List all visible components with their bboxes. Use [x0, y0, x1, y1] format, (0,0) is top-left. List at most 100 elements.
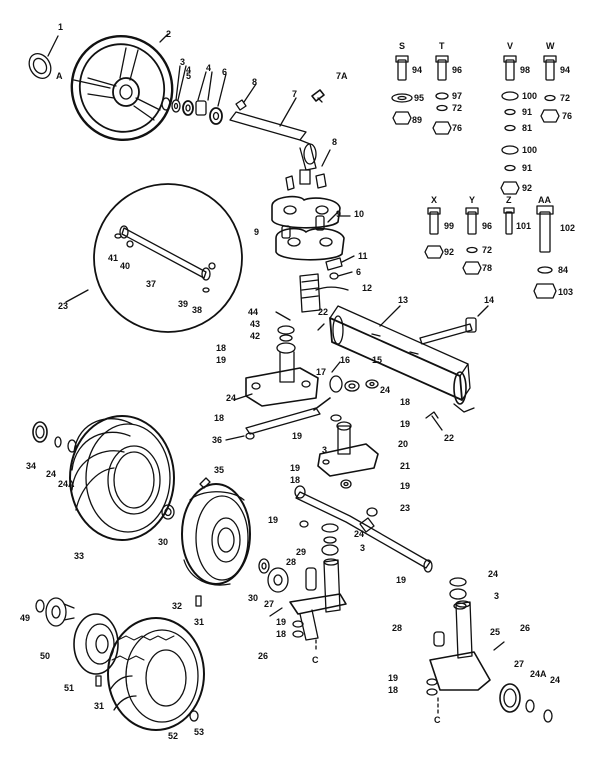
callout-label: 28	[286, 557, 297, 567]
callout-label: 18	[400, 397, 411, 407]
callout-label: 9	[336, 209, 342, 219]
hardware-part-number: 99	[444, 221, 455, 231]
callout-label: 28	[392, 623, 403, 633]
callout-label: 27	[514, 659, 525, 669]
callout-label: 49	[20, 613, 31, 623]
hardware-part-number: 96	[482, 221, 493, 231]
callout-label: 26	[520, 623, 531, 633]
callout-label: 43	[250, 319, 261, 329]
hardware-part-number: 96	[452, 65, 463, 75]
callout-label: 4	[186, 65, 192, 75]
tie-rod-assembly	[294, 485, 433, 573]
callout-label: 19	[268, 515, 279, 525]
callout-label: 30	[158, 537, 169, 547]
callout-label: 24	[380, 385, 391, 395]
callout-label: 50	[40, 651, 51, 661]
callout-label: A	[56, 71, 63, 81]
callout-label: 15	[372, 355, 383, 365]
callout-label: 18	[216, 343, 227, 353]
callout-label: 24A	[58, 479, 75, 489]
callout-label: 33	[74, 551, 85, 561]
hardware-part-number: 98	[520, 65, 531, 75]
callout-label: 39	[178, 299, 189, 309]
steering-shaft	[229, 89, 325, 171]
steering-wheel	[70, 33, 174, 142]
callout-label: 19	[400, 481, 411, 491]
callout-label: 23	[58, 301, 69, 311]
drag-link-inset	[65, 183, 243, 333]
callout-label: 32	[172, 601, 183, 611]
callout-label: 19	[290, 463, 301, 473]
callout-label: 19	[396, 575, 407, 585]
front-tire-left	[69, 415, 175, 541]
callout-label: 19	[388, 673, 399, 683]
callout-label: 19	[216, 355, 227, 365]
hardware-part-number: 92	[444, 247, 455, 257]
callout-label: 22	[444, 433, 455, 443]
callout-label: 44	[248, 307, 259, 317]
callout-label: 24	[488, 569, 499, 579]
callout-label: 40	[120, 261, 131, 271]
callout-label: 18	[290, 475, 301, 485]
steering-pinion-gears	[271, 149, 351, 261]
hardware-part-number: 72	[560, 93, 571, 103]
callout-label: 24A	[530, 669, 547, 679]
hardware-part-number: 72	[482, 245, 493, 255]
hardware-part-number: 81	[522, 123, 533, 133]
callout-label: 12	[362, 283, 373, 293]
hardware-column-label: W	[546, 41, 555, 51]
hardware-column-label: Y	[469, 195, 476, 205]
callout-label: 1	[58, 22, 64, 32]
callout-label: 30	[248, 593, 259, 603]
hardware-part-number: 76	[562, 111, 573, 121]
callout-label: 9	[254, 227, 260, 237]
hardware-part-number: 102	[560, 223, 576, 233]
hardware-part-number: 72	[452, 103, 463, 113]
hardware-part-number: 100	[522, 145, 538, 155]
rear-hub-and-tire	[35, 597, 205, 731]
hardware-column-label: AA	[538, 195, 551, 205]
callout-label: 31	[194, 617, 205, 627]
callout-label: 16	[340, 355, 351, 365]
callout-label: 3	[180, 57, 186, 67]
horn-cap	[28, 35, 59, 79]
callout-label: 24	[226, 393, 237, 403]
callout-label: 8	[252, 77, 258, 87]
callout-label: 4	[206, 63, 212, 73]
callout-label: 23	[400, 503, 411, 513]
callout-label: 7	[292, 89, 298, 99]
callout-label: 29	[296, 547, 307, 557]
callout-label: 18	[214, 413, 225, 423]
callout-label: C	[312, 655, 319, 665]
callout-label: 6	[356, 267, 362, 277]
callout-label: 42	[250, 331, 261, 341]
hardware-part-number: 89	[412, 115, 423, 125]
hardware-part-number: 76	[452, 123, 463, 133]
callout-label: 13	[398, 295, 409, 305]
callout-label: 3	[360, 543, 366, 553]
callout-label: 26	[258, 651, 269, 661]
callout-label: 11	[358, 251, 368, 261]
hardware-part-number: 94	[560, 65, 571, 75]
hardware-part-number: 91	[522, 163, 533, 173]
hardware-column-label: Z	[506, 195, 512, 205]
hardware-part-number: 100	[522, 91, 538, 101]
callout-label: 3	[494, 591, 500, 601]
callout-label: 19	[292, 431, 303, 441]
hardware-column-label: V	[507, 41, 514, 51]
callout-label: 37	[146, 279, 157, 289]
hardware-part-number: 78	[482, 263, 493, 273]
callout-label: 3	[322, 445, 328, 455]
callout-label: 20	[398, 439, 409, 449]
hardware-column-label: T	[439, 41, 445, 51]
callout-label: 53	[194, 727, 205, 737]
callout-label: 22	[318, 307, 329, 317]
left-wheel-hardware	[32, 421, 175, 520]
callout-label: 2	[166, 29, 172, 39]
axle-pivot-bolt	[419, 305, 489, 345]
left-steering-arm	[225, 311, 331, 441]
callout-label: 17	[316, 367, 327, 377]
right-spindle	[426, 577, 553, 723]
callout-label: 25	[490, 627, 501, 637]
